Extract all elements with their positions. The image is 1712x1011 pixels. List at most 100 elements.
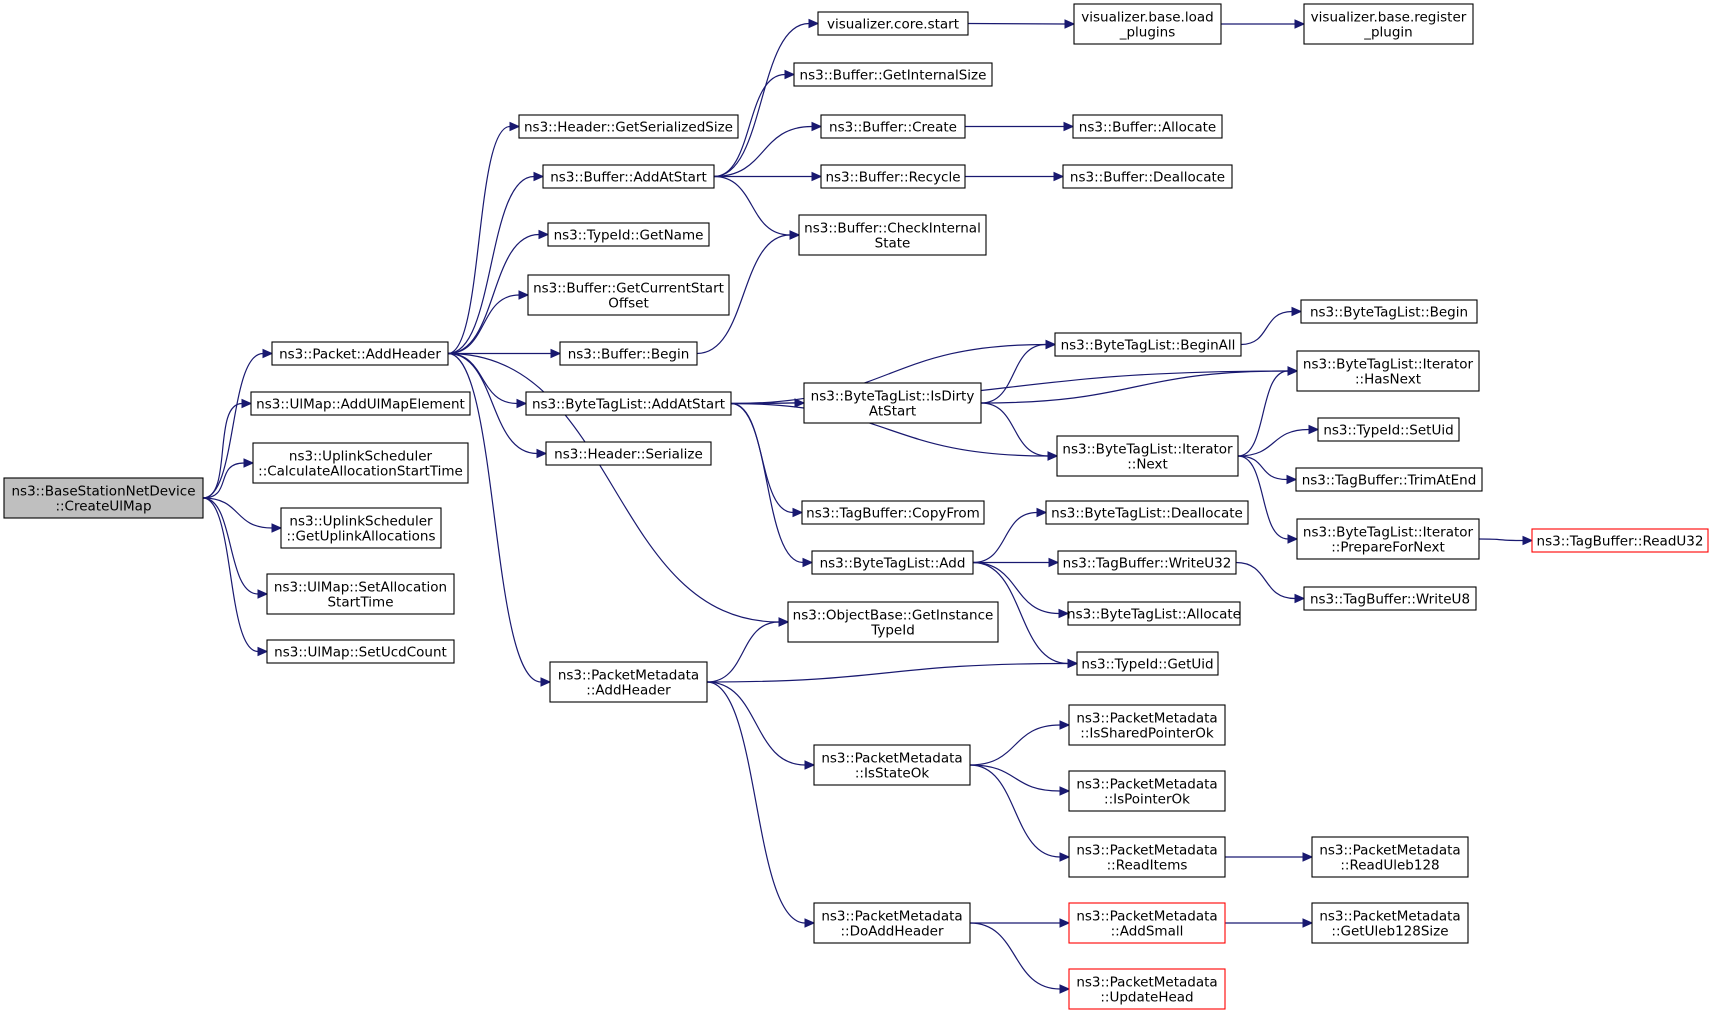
arrowhead-pkt_addheader-to-pm_addheader	[540, 677, 552, 687]
node-typeid_setuid[interactable]: ns3::TypeId::SetUid	[1317, 417, 1460, 442]
arrowhead-buf_addatstart-to-buf_getinternal	[784, 69, 796, 80]
node-hdr_serialize[interactable]: ns3::Header::Serialize	[545, 441, 712, 466]
edge-pkt_addheader-to-ob_getinstance	[447, 352, 780, 623]
node-pm_getulebsize[interactable]: ns3::PacketMetadata::GetUleb128Size	[1311, 902, 1469, 944]
arrowhead-pm_isstateok-to-pm_readitems	[1059, 852, 1071, 862]
arrowhead-pkt_addheader-to-buf_begin	[550, 348, 562, 359]
node-typeid_getname[interactable]: ns3::TypeId::GetName	[547, 222, 710, 247]
node-box-viz_base_register	[1303, 3, 1474, 45]
arrowhead-pm_addheader-to-typeid_getuid	[1067, 658, 1079, 669]
node-label-buf_checkinternal-0: ns3::Buffer::CheckInternal	[804, 221, 981, 237]
node-box-buf_create	[820, 114, 966, 139]
node-buf_create[interactable]: ns3::Buffer::Create	[820, 114, 966, 139]
arrowhead-buf_addatstart-to-buf_create	[811, 121, 823, 132]
node-label-pm_ispointerok-0: ns3::PacketMetadata	[1076, 777, 1217, 793]
node-pm_isstateok[interactable]: ns3::PacketMetadata::IsStateOk	[813, 744, 971, 786]
edge-viz_core_start-to-viz_base_load	[967, 22, 1066, 25]
node-buf_addatstart[interactable]: ns3::Buffer::AddAtStart	[542, 164, 715, 189]
node-ulsched_calc[interactable]: ns3::UplinkScheduler::CalculateAllocatio…	[252, 442, 469, 484]
node-label-pm_doaddheader-0: ns3::PacketMetadata	[821, 909, 962, 925]
node-pm_addsmall[interactable]: ns3::PacketMetadata::AddSmall	[1068, 902, 1226, 944]
node-btl_addatstart[interactable]: ns3::ByteTagList::AddAtStart	[525, 391, 732, 416]
edge-root-to-ulsched_calc	[202, 462, 245, 499]
node-label-btl_beginall-0: ns3::ByteTagList::BeginAll	[1061, 338, 1236, 354]
node-box-pm_addsmall	[1068, 902, 1226, 944]
node-ulmap_setucd[interactable]: ns3::UlMap::SetUcdCount	[266, 639, 455, 664]
node-btl_begin[interactable]: ns3::ByteTagList::Begin	[1300, 299, 1478, 324]
node-label-buf_recycle-0: ns3::Buffer::Recycle	[825, 170, 960, 186]
node-label-btl_iter_prepare-1: ::PrepareForNext	[1331, 540, 1445, 556]
node-box-btl_iter_hasnext	[1296, 350, 1480, 392]
node-label-btl_iter_next-0: ns3::ByteTagList::Iterator	[1062, 442, 1233, 458]
node-ulsched_get[interactable]: ns3::UplinkScheduler::GetUplinkAllocatio…	[280, 507, 442, 549]
node-buf_begin[interactable]: ns3::Buffer::Begin	[559, 341, 698, 366]
node-label-pm_updatehead-0: ns3::PacketMetadata	[1076, 975, 1217, 991]
node-buf_getinternal[interactable]: ns3::Buffer::GetInternalSize	[793, 62, 993, 87]
node-buf_recycle[interactable]: ns3::Buffer::Recycle	[820, 164, 966, 189]
node-btl_iter_prepare[interactable]: ns3::ByteTagList::Iterator::PrepareForNe…	[1296, 518, 1480, 560]
node-viz_core_start[interactable]: visualizer.core.start	[817, 11, 969, 36]
node-label-pm_addsmall-0: ns3::PacketMetadata	[1076, 909, 1217, 925]
node-label-btl_begin-0: ns3::ByteTagList::Begin	[1310, 305, 1468, 321]
node-btl_beginall[interactable]: ns3::ByteTagList::BeginAll	[1054, 332, 1242, 357]
arrowhead-btl_add-to-btl_allocate	[1058, 608, 1070, 619]
node-label-tagbuf_copyfrom-0: ns3::TagBuffer::CopyFrom	[806, 506, 980, 522]
node-label-pkt_addheader-0: ns3::Packet::AddHeader	[279, 347, 441, 363]
node-pm_readitems[interactable]: ns3::PacketMetadata::ReadItems	[1068, 836, 1226, 878]
node-label-btl_allocate-0: ns3::ByteTagList::Allocate	[1067, 607, 1241, 623]
node-box-btl_addatstart	[525, 391, 732, 416]
node-pm_addheader[interactable]: ns3::PacketMetadata::AddHeader	[549, 661, 708, 703]
node-ulmap_addelem[interactable]: ns3::UlMap::AddUlMapElement	[250, 391, 471, 416]
node-buf_allocate[interactable]: ns3::Buffer::Allocate	[1072, 114, 1223, 139]
node-box-root	[3, 477, 204, 519]
node-label-pm_readitems-1: ::ReadItems	[1107, 858, 1188, 874]
node-box-btl_beginall	[1054, 332, 1242, 357]
node-btl_iter_hasnext[interactable]: ns3::ByteTagList::Iterator::HasNext	[1296, 350, 1480, 392]
node-viz_base_register[interactable]: visualizer.base.register_plugin	[1303, 3, 1474, 45]
node-box-buf_recycle	[820, 164, 966, 189]
edge-btl_iter_prepare-to-tagbuf_readu32	[1478, 538, 1524, 542]
edge-pm_addheader-to-ob_getinstance	[706, 621, 780, 683]
node-typeid_getuid[interactable]: ns3::TypeId::GetUid	[1076, 651, 1219, 676]
arrowhead-pkt_addheader-to-buf_addatstart	[533, 171, 545, 182]
node-tagbuf_readu32[interactable]: ns3::TagBuffer::ReadU32	[1531, 528, 1709, 553]
node-tagbuf_copyfrom[interactable]: ns3::TagBuffer::CopyFrom	[801, 500, 985, 525]
node-hdr_getsize[interactable]: ns3::Header::GetSerializedSize	[518, 114, 739, 139]
node-pm_readuleb[interactable]: ns3::PacketMetadata::ReadUleb128	[1311, 836, 1469, 878]
node-tagbuf_writeu8[interactable]: ns3::TagBuffer::WriteU8	[1303, 586, 1477, 611]
node-root[interactable]: ns3::BaseStationNetDevice::CreateUlMap	[3, 477, 204, 519]
node-pm_doaddheader[interactable]: ns3::PacketMetadata::DoAddHeader	[813, 902, 971, 944]
node-viz_base_load[interactable]: visualizer.base.load_plugins	[1073, 3, 1222, 45]
node-label-btl_addatstart-0: ns3::ByteTagList::AddAtStart	[532, 397, 725, 413]
node-pm_updatehead[interactable]: ns3::PacketMetadata::UpdateHead	[1068, 968, 1226, 1010]
node-label-btl_isdirty-1: AtStart	[869, 404, 916, 420]
node-buf_deallocate[interactable]: ns3::Buffer::Deallocate	[1062, 164, 1233, 189]
node-label-ulsched_calc-0: ns3::UplinkScheduler	[289, 449, 433, 465]
node-label-typeid_getuid-0: ns3::TypeId::GetUid	[1081, 657, 1213, 673]
node-pm_issharedok[interactable]: ns3::PacketMetadata::IsSharedPointerOk	[1068, 704, 1226, 746]
node-pkt_addheader[interactable]: ns3::Packet::AddHeader	[271, 341, 449, 366]
edge-btl_add-to-btl_dealloc	[972, 511, 1038, 564]
node-box-pm_ispointerok	[1068, 770, 1226, 812]
edge-btl_addatstart-to-btl_beginall	[730, 343, 1047, 405]
node-btl_allocate[interactable]: ns3::ByteTagList::Allocate	[1067, 601, 1241, 626]
edge-pkt_addheader-to-buf_addatstart	[447, 175, 535, 355]
node-label-btl_dealloc-0: ns3::ByteTagList::Deallocate	[1051, 506, 1243, 522]
node-box-pm_addheader	[549, 661, 708, 703]
node-tagbuf_trimatend[interactable]: ns3::TagBuffer::TrimAtEnd	[1295, 467, 1483, 492]
node-btl_add[interactable]: ns3::ByteTagList::Add	[811, 550, 974, 575]
arrowhead-btl_isdirty-to-btl_iter_next	[1047, 451, 1059, 461]
node-btl_iter_next[interactable]: ns3::ByteTagList::Iterator::Next	[1056, 435, 1239, 477]
node-pm_ispointerok[interactable]: ns3::PacketMetadata::IsPointerOk	[1068, 770, 1226, 812]
node-label-pm_isstateok-0: ns3::PacketMetadata	[821, 751, 962, 767]
call-edges	[202, 18, 1534, 994]
node-btl_dealloc[interactable]: ns3::ByteTagList::Deallocate	[1045, 500, 1249, 525]
arrowhead-btl_iter_prepare-to-tagbuf_readu32	[1522, 535, 1534, 546]
arrowhead-root-to-pkt_addheader	[262, 348, 274, 359]
node-tagbuf_writeu32[interactable]: ns3::TagBuffer::WriteU32	[1057, 550, 1237, 575]
